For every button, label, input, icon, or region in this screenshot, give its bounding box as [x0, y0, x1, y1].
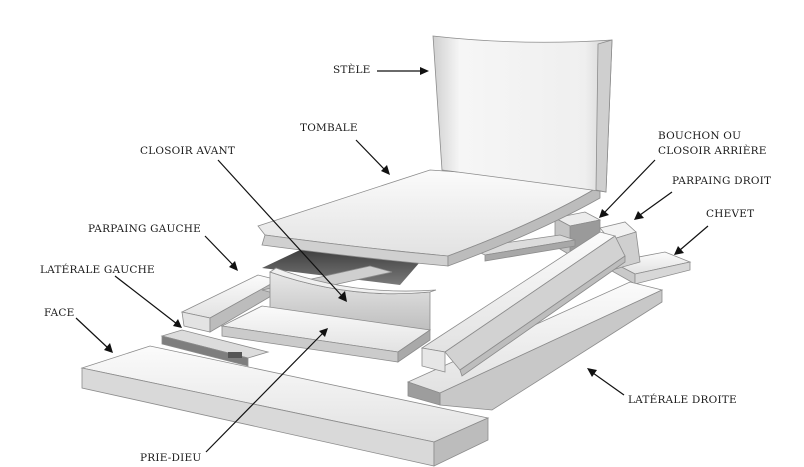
label-face: FACE — [44, 307, 74, 320]
label-parpaing-droit: PARPAING DROIT — [672, 175, 771, 188]
label-stele: STÈLE — [333, 64, 371, 77]
label-closoir-avant: CLOSOIR AVANT — [140, 145, 235, 158]
stele-headstone — [433, 36, 612, 192]
arrow-laterale-droite — [593, 373, 624, 395]
arrow-parpaing-gauche — [205, 236, 234, 266]
arrow-chevet — [680, 226, 708, 250]
label-tombale: TOMBALE — [300, 122, 358, 135]
label-chevet: CHEVET — [706, 208, 754, 221]
arrow-laterale-gauche — [115, 276, 177, 324]
arrow-face — [76, 318, 108, 348]
label-laterale-droite: LATÉRALE DROITE — [628, 394, 737, 407]
label-laterale-gauche: LATÉRALE GAUCHE — [40, 264, 155, 277]
label-parpaing-gauche: PARPAING GAUCHE — [88, 223, 201, 236]
arrow-bouchon — [604, 160, 655, 213]
label-prie-dieu: PRIE-DIEU — [140, 452, 201, 465]
arrow-tombale — [356, 140, 385, 170]
arrow-parpaing-droit — [640, 192, 672, 215]
label-bouchon-line1: BOUCHON OU — [658, 130, 741, 143]
label-bouchon-line2: CLOSOIR ARRIÈRE — [658, 145, 767, 158]
